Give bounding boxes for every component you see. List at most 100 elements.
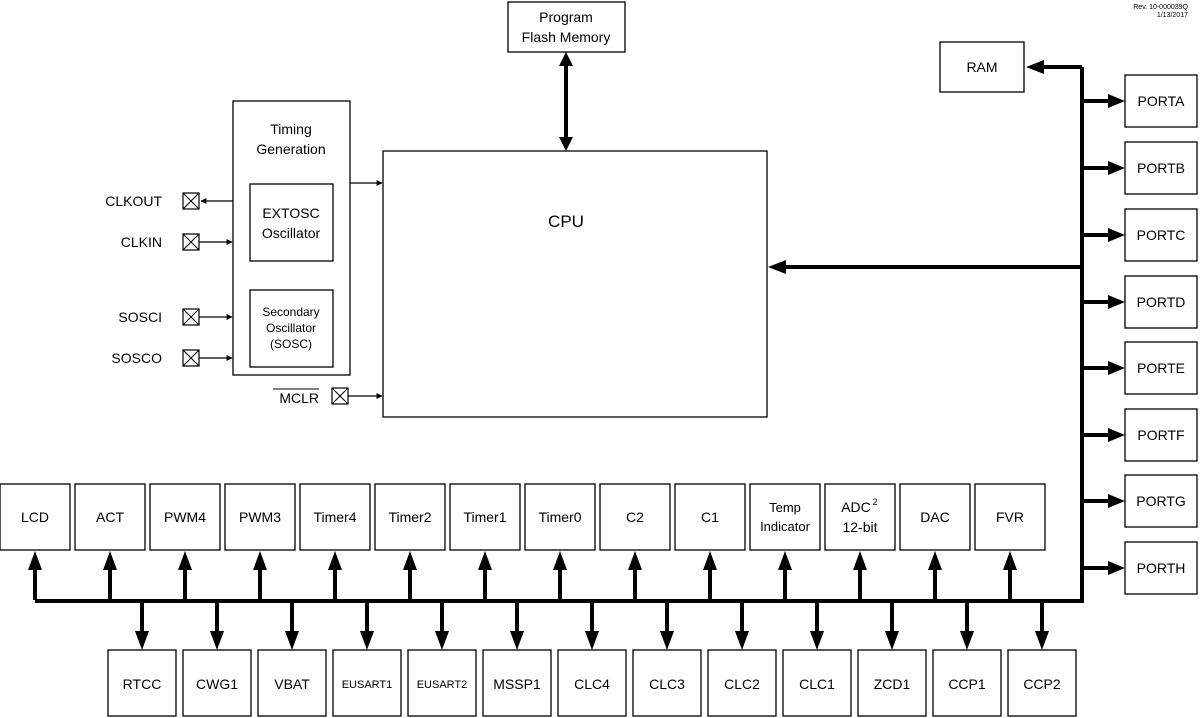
peripheral-box [182,649,252,717]
peripheral-box [524,483,596,551]
pin-sosci: SOSCI [118,308,233,326]
peripheral-label: C2 [626,509,644,525]
sosc-block [249,289,334,368]
peripheral-box [932,649,1002,717]
port-arrowhead [1108,161,1125,175]
port-porte: PORTE [1082,341,1198,395]
port-box [1124,408,1198,462]
port-label: PORTC [1137,227,1186,243]
peripheral-arrowhead [853,551,867,570]
pin-label-clkout: CLKOUT [105,193,162,209]
peripheral-box [1007,649,1077,717]
peripheral-timer1: Timer1 [449,483,521,600]
peripheral-label: CCP1 [948,676,986,692]
peripheral-label: PWM4 [164,509,206,525]
peripheral-arrowhead [810,631,824,650]
port-portb: PORTB [1082,141,1198,195]
peripheral-arrowhead [703,551,717,570]
peripheral-arrowhead [660,631,674,650]
extosc-label-line1: EXTOSC [262,205,319,221]
port-arrowhead [1108,494,1125,508]
pin-clkout: CLKOUT [105,192,233,210]
peripheral-arrowhead [328,551,342,570]
peripheral-box [749,483,821,551]
peripheral-eusart2: EUSART2 [407,602,477,717]
peripheral-arrowhead [928,551,942,570]
extosc-block [249,183,334,262]
program-flash-label-line2: Flash Memory [522,29,611,45]
port-box [1124,341,1198,395]
port-label: PORTH [1137,560,1186,576]
peripheral-arrowhead [735,631,749,650]
pin-clkin: CLKIN [121,233,233,251]
port-label: PORTF [1137,427,1184,443]
peripheral-label: MSSP1 [493,676,541,692]
peripheral-box [857,649,927,717]
peripheral-pwm4: PWM4 [149,483,221,600]
peripheral-arrowhead [28,551,42,570]
peripheral-arrowhead [178,551,192,570]
peripheral-pwm3: PWM3 [224,483,296,600]
port-box [1124,275,1198,329]
ram-block: RAM [939,41,1025,93]
peripheral-ccp2: CCP2 [1007,602,1077,717]
peripheral-act: ACT [74,483,146,600]
port-box [1124,541,1198,595]
port-label: PORTB [1137,160,1185,176]
pin-sosco: SOSCO [111,349,233,367]
pin-label-mclr: MCLR [279,390,319,406]
program-flash-label-line1: Program [539,9,593,25]
peripheral-clc1: CLC1 [782,602,852,717]
peripheral-arrowhead [778,551,792,570]
peripheral-arrowhead [210,631,224,650]
peripheral-timer4: Timer4 [299,483,371,600]
peripheral-label: CLC3 [649,676,685,692]
peripheral-box [599,483,671,551]
port-label: PORTG [1136,493,1186,509]
peripheral-arrowhead [510,631,524,650]
peripheral-label-superscript: 2 [872,497,877,507]
port-label: PORTE [1137,360,1185,376]
extosc-label-line2: Oscillator [262,225,321,241]
peripheral-arrowhead [403,551,417,570]
peripheral-label: PWM3 [239,509,281,525]
revision-code: Rev. 10-000039Q [1133,4,1188,11]
peripheral-box [0,483,71,551]
port-box [1124,474,1198,528]
peripheral-arrowhead [1003,551,1017,570]
peripheral-label-line2: 12-bit [842,519,877,535]
peripheral-arrowhead [885,631,899,650]
timing-title-line2: Generation [256,141,325,157]
sosc-label-line3: (SOSC) [270,337,312,351]
peripheral-arrowhead [585,631,599,650]
peripheral-arrowhead [103,551,117,570]
peripheral-label: RTCC [123,676,162,692]
peripheral-eusart1: EUSART1 [332,602,402,717]
peripheral-label: CLC1 [799,676,835,692]
sosc-label-line1: Secondary [262,305,319,319]
port-box [1124,74,1198,128]
revision-date: 1/13/2017 [1157,12,1188,19]
port-arrowhead [1108,428,1125,442]
peripheral-arrowhead [478,551,492,570]
port-arrowhead [1108,295,1125,309]
peripheral-label-line1: ADC [841,499,871,515]
peripheral-box [74,483,146,551]
peripheral-label: LCD [21,509,49,525]
peripheral-label: Timer2 [388,509,431,525]
port-arrowhead [1108,228,1125,242]
peripheral-label: C1 [701,509,719,525]
peripheral-dac: DAC [899,483,971,600]
port-portc: PORTC [1082,208,1198,262]
port-arrowhead [1108,94,1125,108]
peripheral-clc3: CLC3 [632,602,702,717]
peripheral-clc4: CLC4 [557,602,627,717]
peripheral-box [557,649,627,717]
peripheral-box [782,649,852,717]
peripheral-label: DAC [920,509,950,525]
peripheral-box [449,483,521,551]
peripheral-box [707,649,777,717]
peripheral-arrowhead [1035,631,1049,650]
peripheral-timer2: Timer2 [374,483,446,600]
